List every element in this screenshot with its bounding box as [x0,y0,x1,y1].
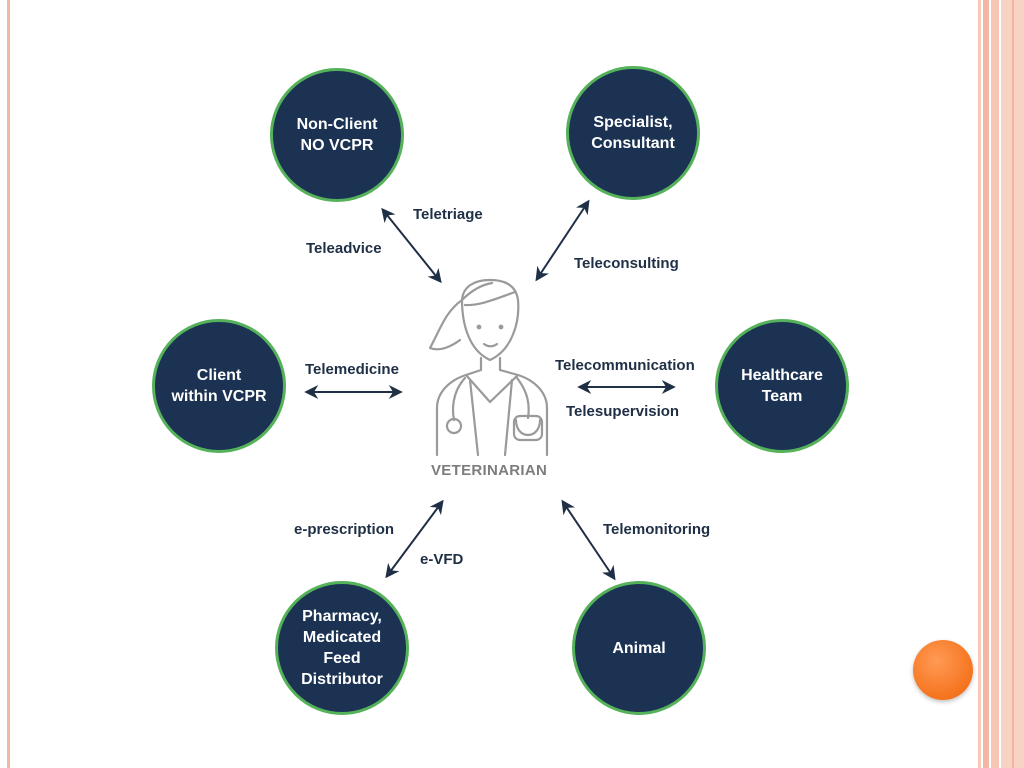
node-animal: Animal [572,581,706,715]
label-evfd: e-VFD [420,551,464,568]
node-client-within-vcpr: Client within VCPR [152,319,286,453]
arrow-eprescription [385,499,444,579]
label-teleconsulting: Teleconsulting [574,255,679,272]
arrow-telemonitoring [561,499,616,581]
right-stripe-decoration [1012,0,1014,768]
node-specialist-consultant: Specialist, Consultant [566,66,700,200]
arrow-teletriage [381,207,442,284]
arrow-teleconsulting [535,199,590,282]
orange-circle-decoration [913,640,973,700]
veterinarian-icon [428,278,549,457]
right-stripe-decoration [983,0,989,768]
label-telemonitoring: Telemonitoring [603,521,711,538]
label-teletriage: Teletriage [413,206,483,223]
label-telecommunication: Telecommunication [555,357,695,374]
left-border-decoration [7,0,10,768]
label-telesupervision: Telesupervision [566,403,680,420]
right-stripe-decoration [978,0,981,768]
label-teleadvice: Teleadvice [306,240,382,257]
right-stripe-decoration [991,0,999,768]
label-eprescription: e-prescription [294,521,395,538]
label-telemedicine: Telemedicine [305,361,399,378]
veterinarian-label: VETERINARIAN [431,462,548,479]
node-non-client: Non-Client NO VCPR [270,68,404,202]
node-healthcare-team: Healthcare Team [715,319,849,453]
node-pharmacy: Pharmacy, Medicated Feed Distributor [275,581,409,715]
